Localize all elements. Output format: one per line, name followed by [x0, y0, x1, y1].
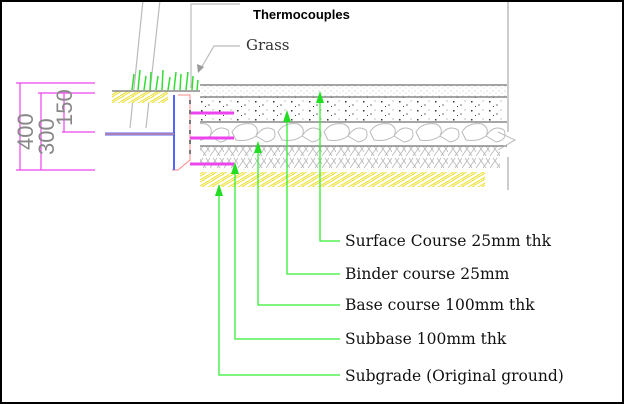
surface-course: [200, 85, 507, 97]
base-course: [200, 122, 507, 146]
dimension-300: 300: [34, 118, 59, 155]
grass-icon: [131, 69, 199, 91]
dimension-400: 400: [13, 113, 38, 150]
binder-course: [200, 97, 507, 122]
dimension-lines: [16, 82, 95, 171]
surface-course-label: Surface Course 25mm thk: [345, 232, 552, 250]
leader-arrowheads: [215, 91, 324, 196]
subgrade: [200, 172, 485, 187]
thermocouple-leaders: [129, 2, 240, 129]
grass-label: Grass: [246, 36, 290, 54]
subgrade-label: Subgrade (Original ground): [345, 367, 564, 385]
subbase-label: Subbase 100mm thk: [345, 330, 507, 348]
edge-restraint: [105, 94, 234, 171]
pavement-layers: [200, 2, 517, 190]
grass-leader: [199, 45, 240, 71]
left-ground: [112, 91, 168, 103]
thermocouples-label: Thermocouples: [253, 7, 350, 22]
layer-leaders: [218, 96, 340, 376]
subbase: [200, 146, 500, 170]
binder-course-label: Binder course 25mm: [345, 265, 510, 283]
base-course-label: Base course 100mm thk: [345, 296, 535, 314]
dimension-150: 150: [52, 89, 77, 126]
